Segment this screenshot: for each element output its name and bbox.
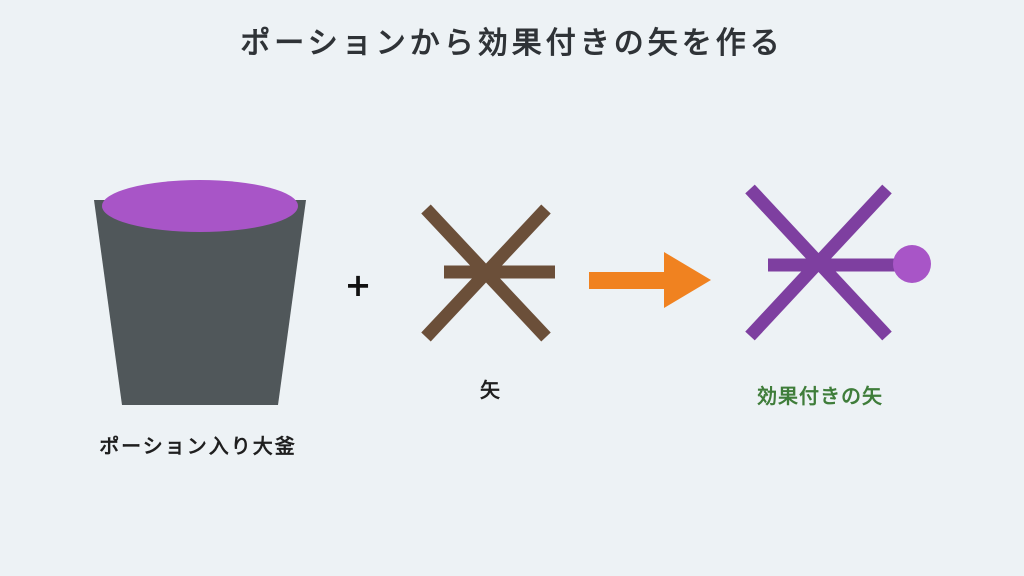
cauldron-label: ポーション入り大釜: [99, 434, 297, 458]
plus-sign: +: [345, 266, 372, 304]
potion-surface: [102, 180, 298, 232]
tipped-arrow-bulb: [893, 245, 931, 283]
tipped-arrow-icon: [745, 184, 931, 341]
tipped-arrow-label: 効果付きの矢: [757, 384, 883, 408]
flow-arrow-icon: [589, 252, 711, 308]
cauldron-body: [94, 200, 306, 405]
arrow-label: 矢: [480, 378, 500, 402]
potion-cauldron-icon: [94, 180, 306, 405]
page-title: ポーションから効果付きの矢を作る: [240, 26, 784, 61]
arrow-item-icon: [421, 204, 555, 342]
